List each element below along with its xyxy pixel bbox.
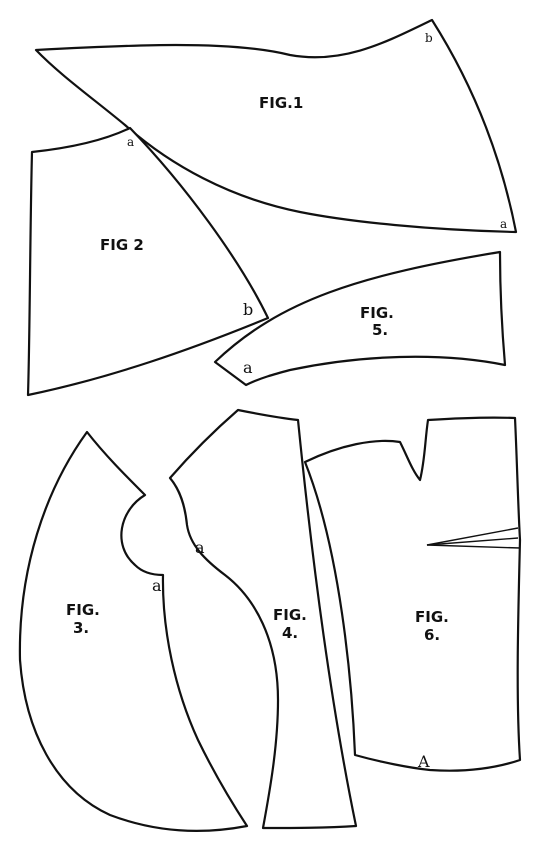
- figure-2: FIG 2 a b: [26, 126, 270, 397]
- figure-6-point-A: A: [417, 752, 430, 771]
- figure-2-label: FIG 2: [100, 236, 144, 254]
- figure-4-point-a: a: [195, 538, 205, 557]
- figure-1-piece: [34, 18, 518, 234]
- figure-6: FIG. 6. A: [303, 416, 522, 772]
- figure-1-point-a: a: [500, 217, 507, 231]
- figure-3-label-line2: 3.: [73, 619, 89, 637]
- figure-6-label-line1: FIG.: [415, 608, 449, 626]
- figure-6-label-line2: 6.: [424, 626, 440, 644]
- figure-1: FIG.1 b a: [34, 18, 518, 234]
- figure-3-point-a: a: [152, 576, 162, 595]
- figure-2-point-a: a: [127, 135, 134, 149]
- figure-5-point-a: a: [243, 358, 253, 377]
- figure-1-label: FIG.1: [259, 94, 303, 112]
- figure-3-label-line1: FIG.: [66, 601, 100, 619]
- figure-5: FIG. 5. a: [213, 250, 507, 387]
- figure-2-point-b: b: [243, 300, 253, 319]
- figure-4-piece: [168, 408, 358, 830]
- figure-3-piece: [18, 430, 249, 833]
- figure-1-point-b: b: [425, 31, 433, 45]
- figure-5-label-line1: FIG.: [360, 304, 394, 322]
- figure-4-label-line1: FIG.: [273, 606, 307, 624]
- figure-2-piece: [26, 126, 270, 397]
- figure-3: FIG. 3. a: [18, 430, 249, 833]
- figure-5-label-line2: 5.: [372, 321, 388, 339]
- figure-4-label-line2: 4.: [282, 624, 298, 642]
- figure-6-dart-fold: [426, 537, 519, 546]
- figure-6-piece: [303, 416, 522, 772]
- figure-5-piece: [213, 250, 507, 387]
- figure-4: FIG. 4. a: [168, 408, 358, 830]
